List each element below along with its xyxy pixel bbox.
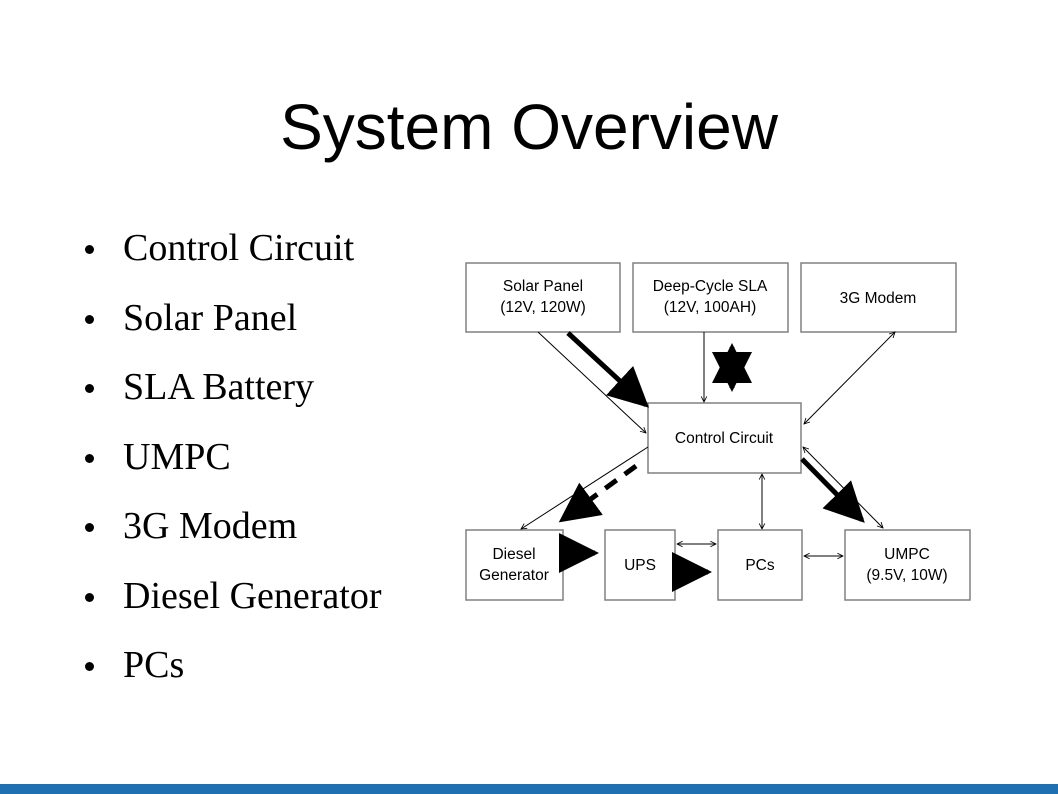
solar-panel-node: Solar Panel (12V, 120W): [465, 262, 621, 333]
diesel-generator-node: Diesel Generator: [465, 529, 564, 601]
bullet-text: UMPC: [123, 435, 231, 478]
bullet-dot: [85, 384, 94, 393]
bullet-item: UMPC: [85, 434, 382, 504]
bullet-text: PCs: [123, 644, 185, 686]
power-arrow-solar-to-control: [566, 331, 649, 408]
node-label: UMPC: [884, 546, 930, 563]
bullet-dot: [85, 314, 94, 324]
bullet-text: 3G Modem: [123, 505, 298, 547]
bullet-item: 3G Modem: [85, 503, 382, 573]
bullet-text: Control Circuit: [123, 227, 355, 269]
umpc-node: UMPC (9.5V, 10W): [844, 529, 971, 601]
node-label: PCs: [745, 557, 775, 574]
bullet-item: SLA Battery: [85, 364, 382, 434]
slide-title: System Overview: [280, 91, 778, 163]
ups-node: UPS: [604, 529, 676, 601]
modem-node: 3G Modem: [800, 262, 957, 333]
bullet-text: SLA Battery: [123, 366, 315, 408]
node-label: (12V, 120W): [500, 299, 586, 316]
bullet-dot: [85, 662, 94, 671]
node-label: (12V, 100AH): [664, 299, 757, 316]
bullet-item: Diesel Generator: [85, 573, 382, 643]
node-label: Deep-Cycle SLA: [653, 278, 768, 295]
node-label: Diesel: [492, 546, 535, 563]
bullet-dot: [85, 523, 94, 532]
node-label: 3G Modem: [840, 290, 917, 307]
node-label: Generator: [479, 567, 549, 584]
arrow-modem-control: [804, 332, 895, 424]
bullet-dot: [85, 245, 94, 254]
bullet-dot: [85, 592, 94, 602]
bullet-text: Solar Panel: [123, 296, 298, 339]
node-label: (9.5V, 10W): [866, 567, 947, 584]
power-arrow-control-to-diesel: [558, 463, 638, 523]
bullet-item: PCs: [85, 642, 382, 712]
bullet-item: Control Circuit: [85, 225, 382, 295]
bullet-item: Solar Panel: [85, 295, 382, 365]
arrow-control-to-diesel: [521, 446, 649, 529]
control-circuit-node: Control Circuit: [647, 402, 802, 474]
arrow-solar-to-control: [537, 331, 646, 433]
power-arrow-control-to-umpc: [800, 457, 865, 523]
pcs-node: PCs: [717, 529, 803, 601]
arrow-control-umpc: [803, 447, 883, 528]
bullet-dot: [85, 453, 94, 463]
bullet-list: Control Circuit Solar Panel SLA Battery …: [85, 225, 382, 712]
bottom-accent-bar: [0, 784, 1058, 794]
node-label: Control Circuit: [675, 430, 774, 447]
bullet-text: Diesel Generator: [123, 574, 382, 617]
sla-battery-node: Deep-Cycle SLA (12V, 100AH): [632, 262, 789, 333]
node-label: Solar Panel: [503, 278, 583, 295]
node-label: UPS: [624, 557, 656, 574]
